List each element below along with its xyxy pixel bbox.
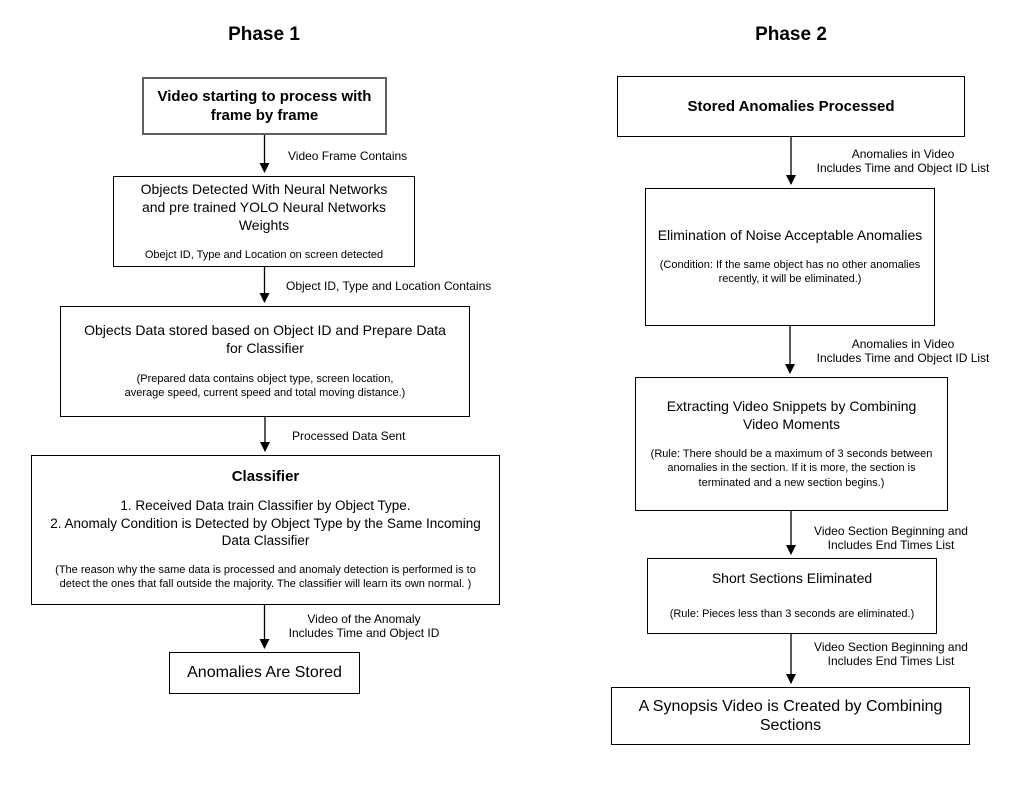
box-objects-data-stored: Objects Data stored based on Object ID a… (60, 306, 470, 417)
box-objects-data-stored-note: (Prepared data contains object type, scr… (124, 372, 406, 400)
box-video-start: Video starting to process with frame by … (142, 77, 387, 135)
box-short-sections-text: Short Sections Eliminated (711, 570, 873, 587)
box-classifier-note: (The reason why the same data is process… (55, 563, 476, 591)
box-extract-snippets: Extracting Video Snippets by Combining V… (635, 377, 948, 511)
phase1-title: Phase 1 (228, 24, 300, 45)
box-anomalies-stored: Anomalies Are Stored (169, 652, 360, 694)
box-objects-detected: Objects Detected With Neural Networks an… (113, 176, 415, 267)
box-anomalies-stored-text: Anomalies Are Stored (187, 664, 342, 682)
edge-label-video-section-1: Video Section Beginning and Includes End… (814, 524, 968, 553)
edge-label-processed-data: Processed Data Sent (292, 429, 406, 443)
edge-label-anomalies-in-video-1: Anomalies in Video Includes Time and Obj… (816, 147, 990, 176)
box-noise-elimination-note: (Condition: If the same object has no ot… (659, 258, 921, 286)
box-noise-elimination-text: Elimination of Noise Acceptable Anomalie… (657, 227, 923, 244)
edge-label-video-frame: Video Frame Contains (288, 149, 408, 163)
box-extract-snippets-text: Extracting Video Snippets by Combining V… (666, 397, 917, 432)
box-stored-anomalies-processed-text: Stored Anomalies Processed (687, 97, 895, 115)
edge-label-anomaly-video: Video of the Anomaly Includes Time and O… (288, 612, 440, 641)
box-noise-elimination: Elimination of Noise Acceptable Anomalie… (645, 188, 935, 326)
edge-label-video-section-2: Video Section Beginning and Includes End… (814, 640, 968, 669)
box-short-sections-note: (Rule: Pieces less than 3 seconds are el… (669, 608, 915, 621)
box-classifier-body: 1. Received Data train Classifier by Obj… (50, 498, 481, 549)
box-classifier-title: Classifier (231, 468, 300, 486)
box-objects-data-stored-text: Objects Data stored based on Object ID a… (84, 322, 446, 356)
edge-label-object-id: Object ID, Type and Location Contains (286, 279, 492, 293)
box-video-start-text: Video starting to process with frame by … (157, 87, 372, 125)
box-classifier: Classifier 1. Received Data train Classi… (31, 455, 500, 605)
box-synopsis-video: A Synopsis Video is Created by Combining… (611, 687, 970, 745)
box-objects-detected-note: Obejct ID, Type and Location on screen d… (144, 248, 384, 261)
box-synopsis-video-text: A Synopsis Video is Created by Combining… (638, 697, 943, 734)
edge-label-anomalies-in-video-2: Anomalies in Video Includes Time and Obj… (816, 337, 990, 366)
phase2-title: Phase 2 (755, 24, 827, 45)
box-short-sections: Short Sections Eliminated (Rule: Pieces … (647, 558, 937, 634)
box-extract-snippets-note: (Rule: There should be a maximum of 3 se… (650, 447, 933, 489)
box-objects-detected-text: Objects Detected With Neural Networks an… (140, 180, 388, 233)
box-stored-anomalies-processed: Stored Anomalies Processed (617, 76, 965, 137)
